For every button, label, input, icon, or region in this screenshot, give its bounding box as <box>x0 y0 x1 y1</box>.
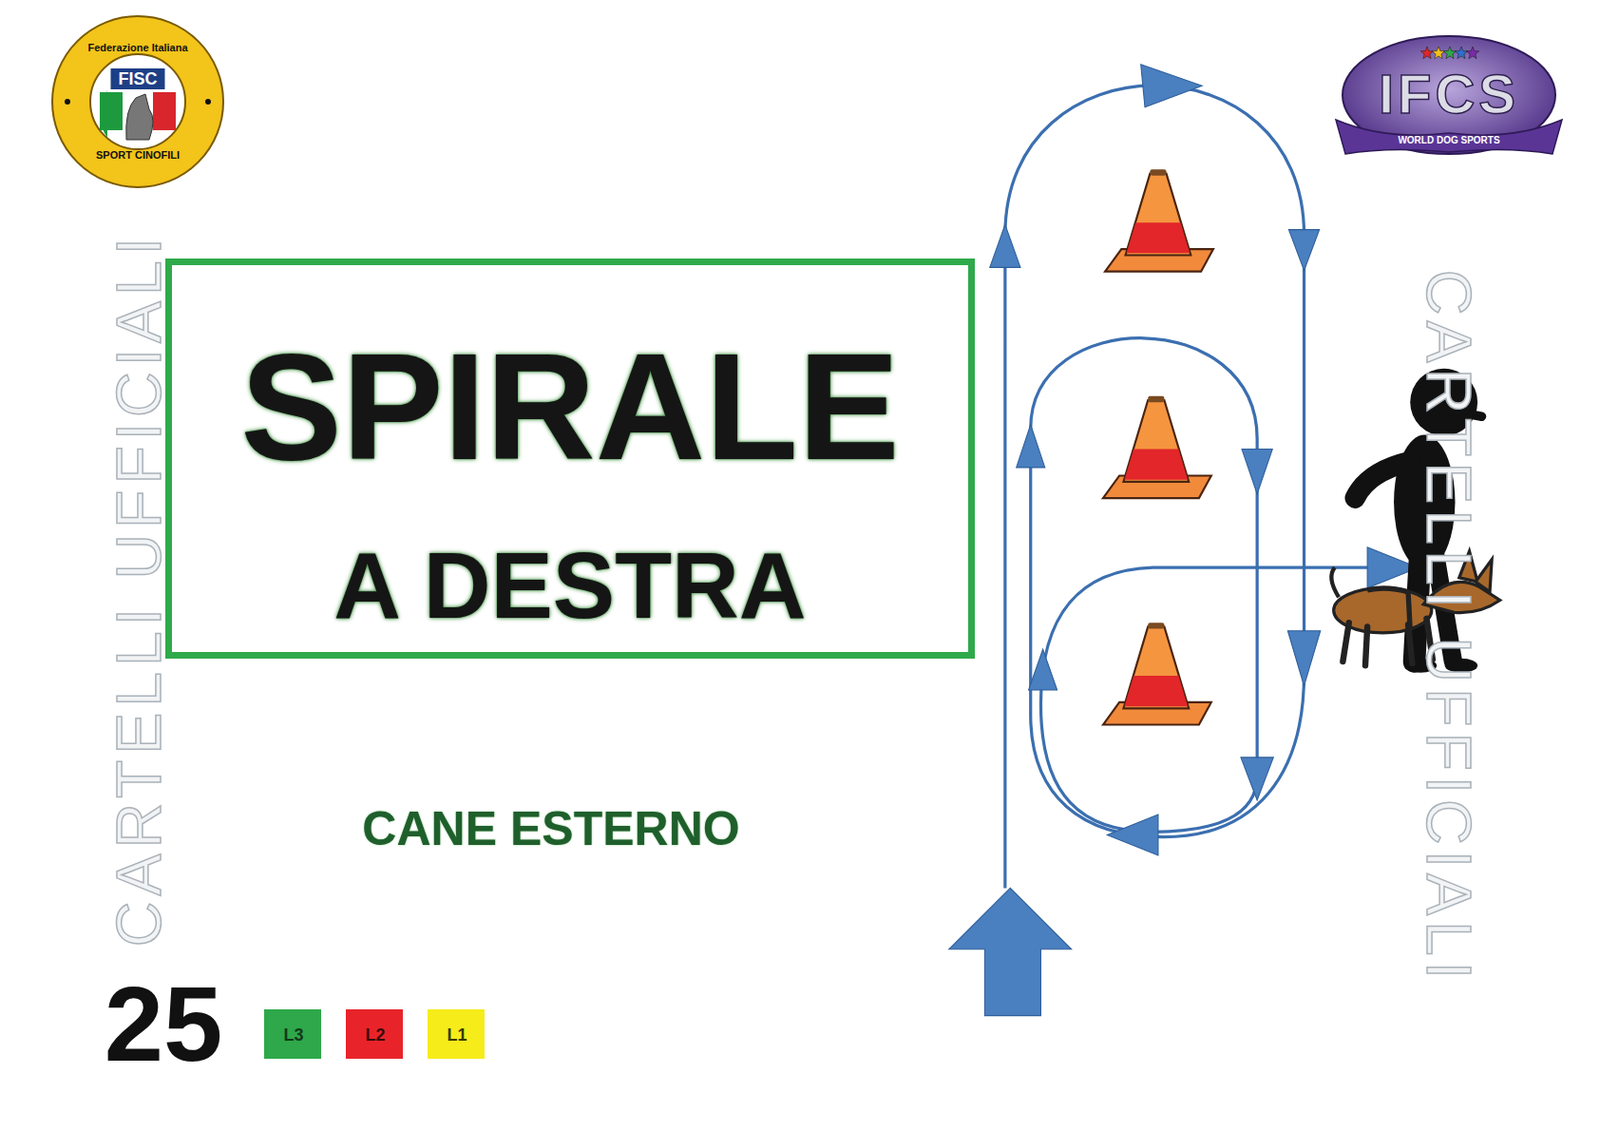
logo-text: Federazione Italiana <box>87 42 188 54</box>
logo-text: WORLD DOG SPORTS <box>1397 135 1500 146</box>
title-box: SPIRALE A DESTRA <box>165 258 975 659</box>
sign-number: 25 <box>104 971 224 1078</box>
logo-name: IFCS <box>1378 66 1520 122</box>
level-code: L1 <box>446 1026 467 1044</box>
level-code: L2 <box>364 1026 385 1044</box>
sign-subtitle: A DESTRA <box>333 538 806 632</box>
ifcs-logo: IFCS WORLD DOG SPORTS <box>1328 28 1570 168</box>
watermark: CARTELLI UFFICIALI <box>1417 269 1481 985</box>
level-code: L3 <box>283 1026 304 1044</box>
federation-logo: Federazione ItalianaFISC SPORT CINOFILI <box>50 14 226 190</box>
watermark: CARTELLI UFFICIALI <box>107 231 171 947</box>
sign-title: SPIRALE <box>240 330 899 483</box>
logo-name: FISC <box>110 68 165 90</box>
logo-text: SPORT CINOFILI <box>95 150 180 161</box>
handler-note: CANE ESTERNO <box>361 804 740 853</box>
level-badge: L2 <box>344 1008 404 1060</box>
level-badge: L3 <box>263 1008 323 1060</box>
logo-emblem <box>50 14 226 190</box>
level-badge: L1 <box>426 1008 486 1060</box>
